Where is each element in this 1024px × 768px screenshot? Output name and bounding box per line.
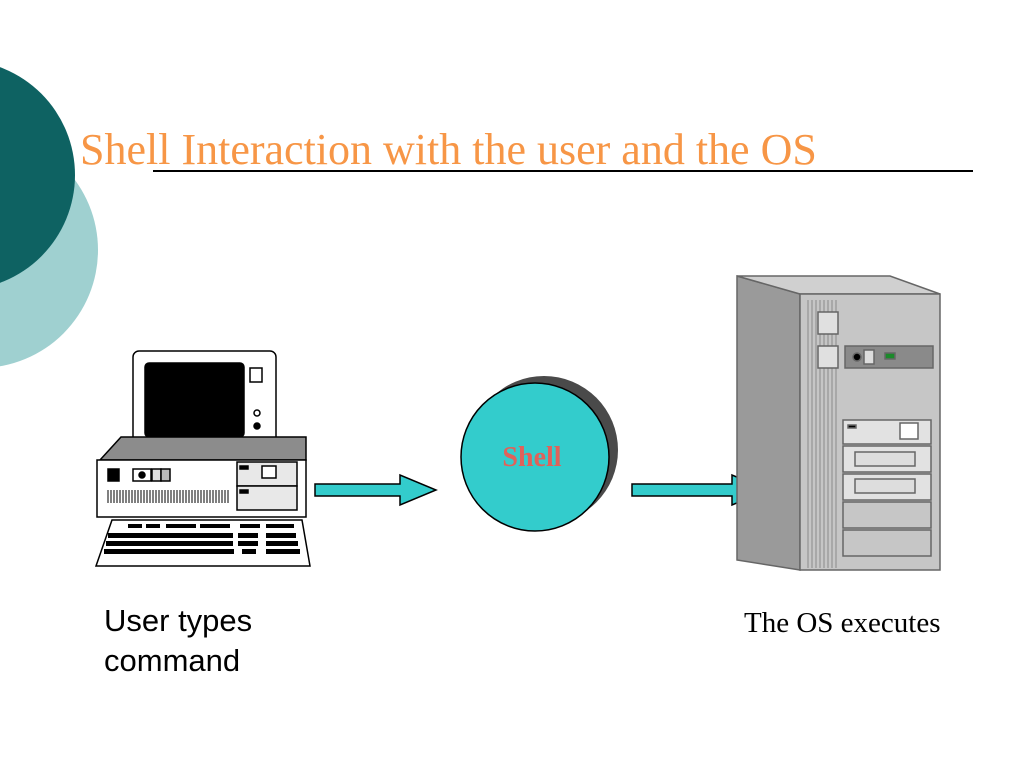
os-caption: The OS executes: [744, 607, 941, 639]
shell-circle: [460, 376, 618, 532]
tower-server-icon: [736, 275, 941, 571]
title-underline: [153, 170, 973, 172]
decorative-circles: [0, 67, 98, 367]
shell-label: Shell: [502, 442, 562, 473]
slide-title: Shell Interaction with the user and the …: [80, 125, 817, 174]
desktop-computer-icon: [94, 350, 311, 567]
arrow-user-to-shell: [314, 473, 438, 507]
user-caption: User types command: [104, 603, 253, 678]
